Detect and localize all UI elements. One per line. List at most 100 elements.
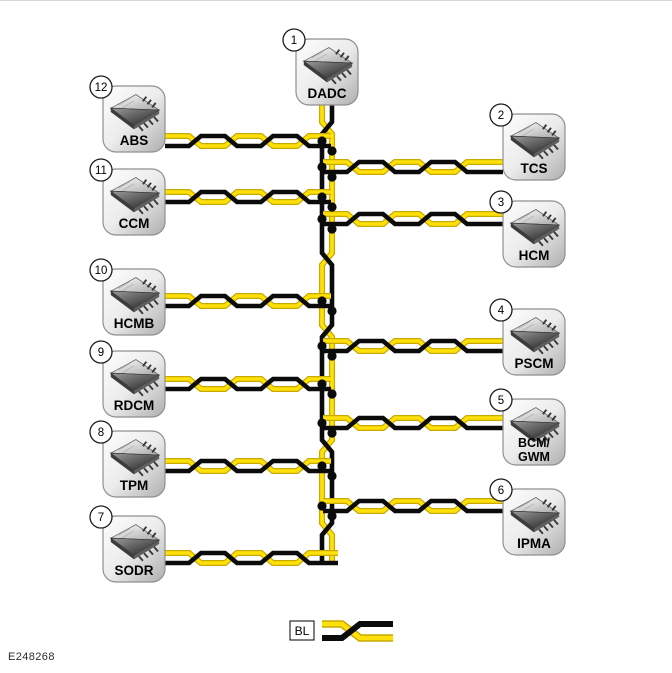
bus-branch-HCM <box>323 211 503 227</box>
junction-dot <box>317 379 327 389</box>
module-number-badge <box>89 505 113 529</box>
bus-junctions <box>317 136 337 521</box>
bus-branch-SODR <box>165 550 338 566</box>
module-number-badge <box>489 298 513 322</box>
module-label: ABS <box>120 133 149 148</box>
black-wire <box>165 550 338 566</box>
junction-dot <box>327 146 337 156</box>
module-number-badge <box>489 478 513 502</box>
junction-dot <box>327 511 337 521</box>
module-number: 6 <box>498 485 504 497</box>
bus-branch-TPM <box>165 458 331 474</box>
module-number: 8 <box>98 427 104 439</box>
module-label: IPMA <box>517 536 551 551</box>
junction-dot <box>317 136 327 146</box>
module-label: CCM <box>119 216 150 231</box>
black-wire <box>165 133 331 149</box>
black-wire <box>323 338 503 354</box>
module-number-badge <box>89 420 113 444</box>
bus-branch-CCM <box>165 189 331 205</box>
module-HCM: HCM 3 <box>489 190 566 268</box>
module-label: PSCM <box>514 356 553 371</box>
junction-dot <box>317 418 327 428</box>
module-label: HCMB <box>114 316 155 331</box>
module-number: 12 <box>95 82 108 94</box>
module-HCMB: HCMB 10 <box>89 258 166 336</box>
black-wire <box>323 211 503 227</box>
module-TPM: TPM 8 <box>89 420 166 498</box>
module-CCM: CCM 11 <box>89 158 166 236</box>
module-label: TPM <box>120 478 149 493</box>
module-TCS: TCS 2 <box>489 103 566 181</box>
module-number: 3 <box>498 197 504 209</box>
module-number: 4 <box>498 305 505 317</box>
black-wire <box>165 293 331 309</box>
black-wire <box>323 415 503 431</box>
module-number: 9 <box>98 347 104 359</box>
module-number-badge <box>489 388 513 412</box>
module-number-badge <box>489 103 513 127</box>
bus-branch-ABS <box>165 133 331 149</box>
module-number-badge <box>282 28 306 52</box>
junction-dot <box>327 202 337 212</box>
black-wire <box>165 376 331 392</box>
black-wire <box>323 498 503 514</box>
junction-dot <box>327 351 337 361</box>
module-RDCM: RDCM 9 <box>89 340 166 418</box>
module-label: BCM/ <box>518 436 550 450</box>
junction-dot <box>317 214 327 224</box>
module-label: GWM <box>518 450 550 464</box>
module-number-badge <box>489 190 513 214</box>
module-number-badge <box>89 158 113 182</box>
module-number-badge <box>89 340 113 364</box>
black-wire <box>165 189 331 205</box>
legend-wire-label: BL <box>295 624 310 638</box>
module-label: HCM <box>519 248 550 263</box>
module-PSCM: PSCM 4 <box>489 298 566 376</box>
bus-branch-IPMA <box>323 498 503 514</box>
junction-dot <box>327 428 337 438</box>
junction-dot <box>317 461 327 471</box>
bus-trunk <box>319 105 335 561</box>
black-wire <box>323 159 503 175</box>
module-number: 10 <box>95 265 108 277</box>
junction-dot <box>327 389 337 399</box>
module-label: RDCM <box>114 398 155 413</box>
bus-branch-HCMB <box>165 293 331 309</box>
module-SODR: SODR 7 <box>89 505 166 583</box>
junction-dot <box>327 224 337 234</box>
module-IPMA: IPMA 6 <box>489 478 566 556</box>
black-wire <box>165 458 331 474</box>
black-wire <box>319 105 335 561</box>
module-number: 2 <box>498 110 504 122</box>
junction-dot <box>327 306 337 316</box>
legend-twisted-pair-icon <box>322 620 393 642</box>
junction-dot <box>317 501 327 511</box>
bus-branch-PSCM <box>323 338 503 354</box>
module-number: 11 <box>95 165 107 177</box>
legend: BL <box>289 620 393 642</box>
bus-branch-BCM-GWM <box>323 415 503 431</box>
module-label: TCS <box>521 161 548 176</box>
black-wire <box>322 621 393 641</box>
module-number: 5 <box>498 395 504 407</box>
module-label: DADC <box>308 86 347 101</box>
junction-dot <box>317 296 327 306</box>
junction-dot <box>317 192 327 202</box>
junction-dot <box>327 172 337 182</box>
figure-id: E248268 <box>8 651 55 663</box>
bus-branch-RDCM <box>165 376 331 392</box>
module-number: 7 <box>98 512 104 524</box>
bus-wires <box>165 105 503 566</box>
module-number-badge <box>89 75 113 99</box>
module-label: SODR <box>114 563 153 578</box>
module-number-badge <box>89 258 113 282</box>
junction-dot <box>317 341 327 351</box>
junction-dot <box>317 162 327 172</box>
legend-wire-label-box <box>289 620 315 641</box>
junction-dot <box>327 471 337 481</box>
